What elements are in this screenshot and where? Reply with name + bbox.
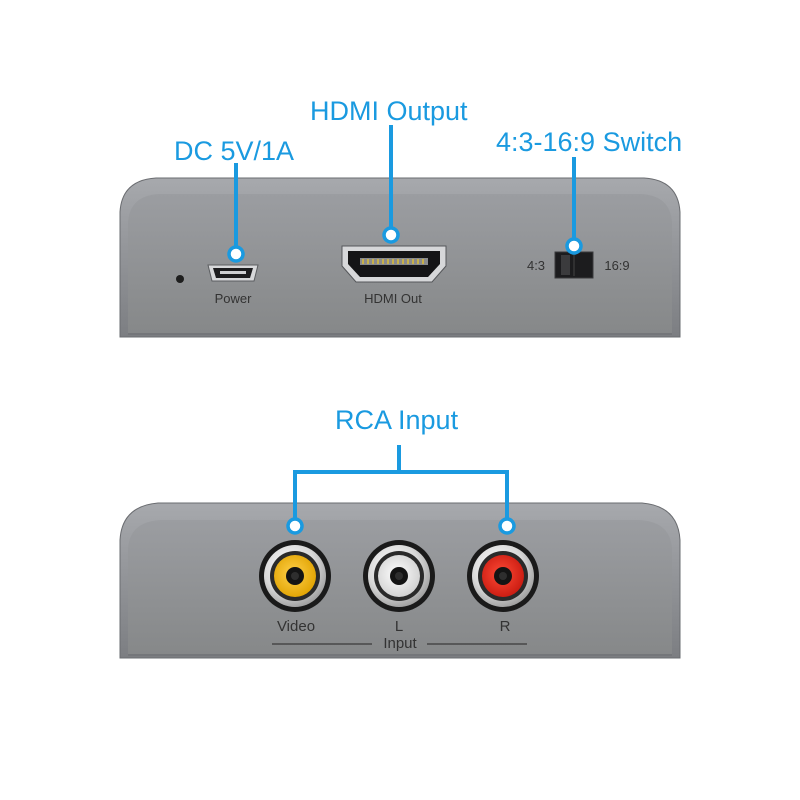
hdmi-port-icon[interactable] [341, 245, 447, 283]
switch-right-label: 16:9 [604, 258, 630, 273]
hdmi-out-label: HDMI Out [364, 291, 422, 306]
rca-jack-icon[interactable] [467, 540, 539, 612]
hdmi-output-callout: HDMI Output [310, 96, 468, 126]
dc-power-dot [227, 245, 245, 263]
slide-switch-icon[interactable] [554, 251, 594, 279]
bottom-panel [119, 502, 681, 659]
video-label: Video [276, 618, 316, 635]
rca-callout-dots [286, 517, 516, 535]
switch-left-label: 4:3 [526, 258, 546, 273]
top-callout-lines [234, 125, 576, 247]
rca-callout-bracket [293, 445, 509, 519]
rca-input-callout: RCA Input [335, 405, 459, 435]
input-group-label: Input [383, 635, 417, 652]
led-indicator-icon [176, 275, 184, 283]
rca-jack-icon[interactable] [363, 540, 435, 612]
right-audio-label: R [499, 618, 511, 635]
hdmi-output-dot [382, 226, 400, 244]
top-callout-dots [227, 226, 583, 263]
aspect-switch-callout: 4:3-16:9 Switch [496, 127, 683, 157]
left-audio-label: L [394, 618, 404, 635]
top-panel [119, 177, 681, 338]
dc-power-callout: DC 5V/1A [174, 136, 295, 166]
switch-dot [565, 237, 583, 255]
rca-jack-icon[interactable] [259, 540, 331, 612]
micro-usb-port-icon[interactable] [207, 264, 259, 282]
power-label: Power [214, 291, 252, 306]
